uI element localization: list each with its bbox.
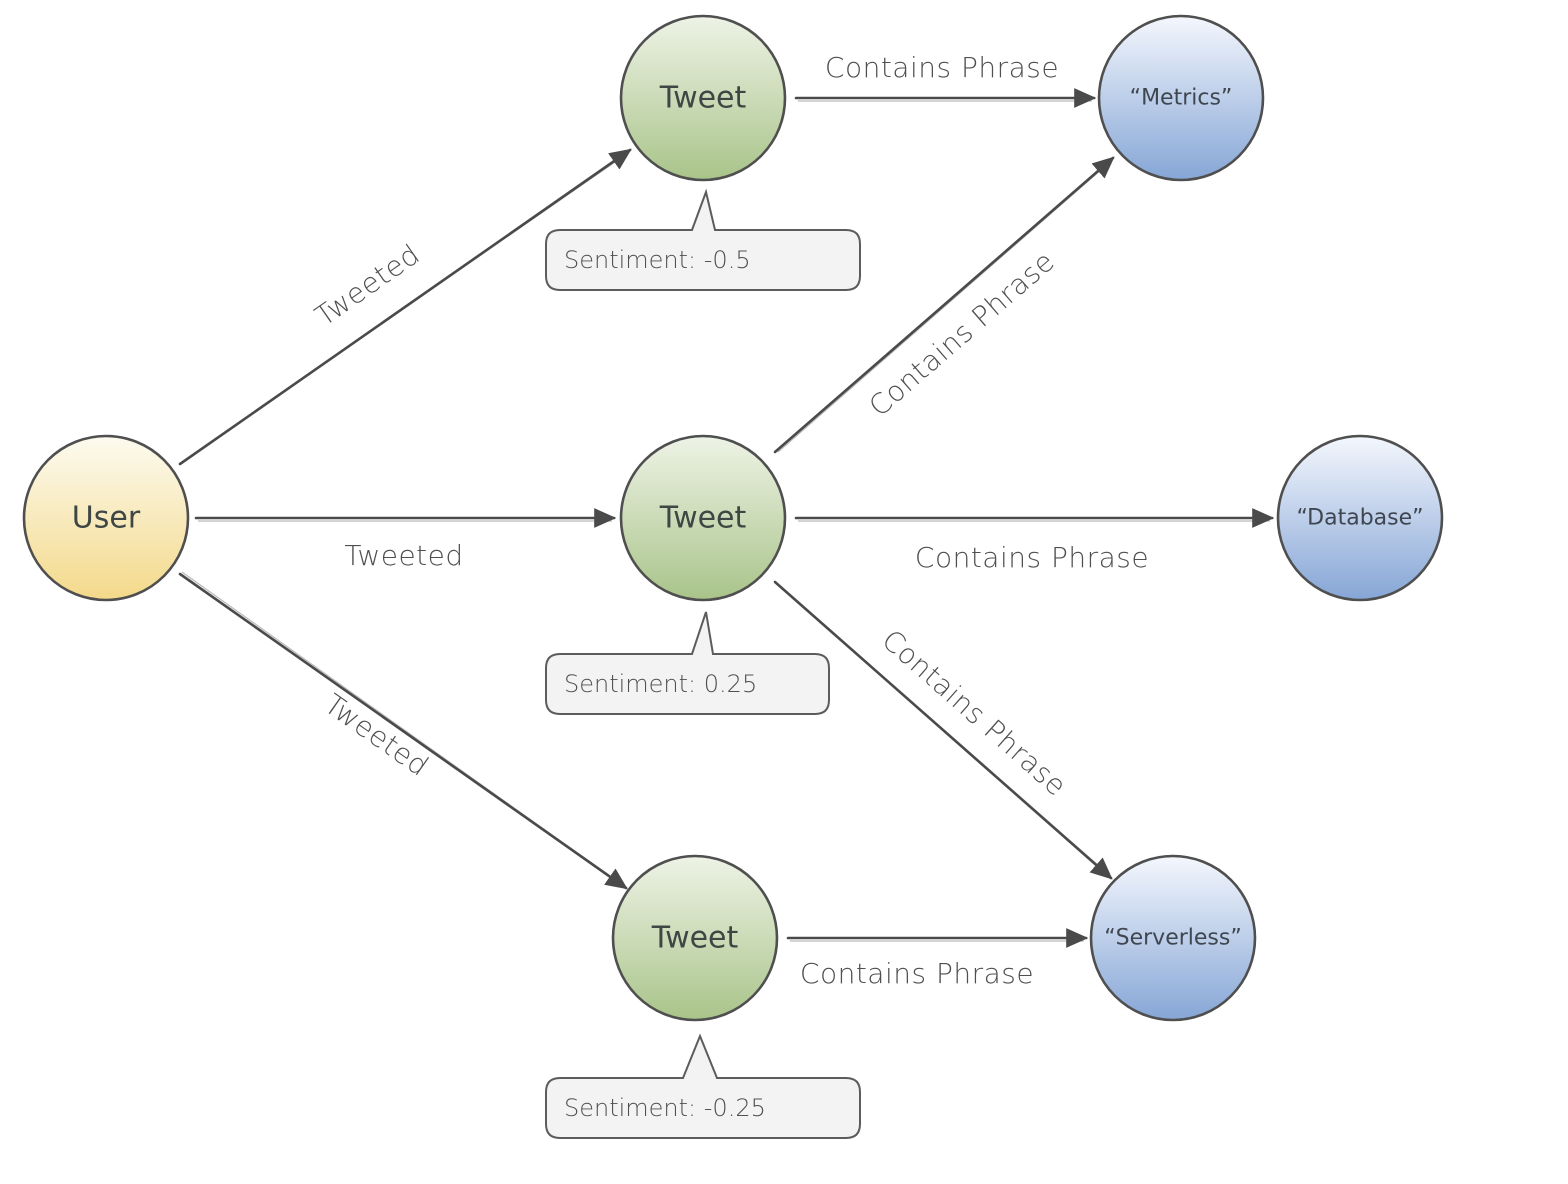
edge-label-tweet-middle-metrics: Contains Phrase [863,245,1061,424]
edge-tweet-top-to-metrics [794,88,1097,108]
node-tweet-middle-label: Tweet [659,501,747,536]
edge-label-tweet-bottom-serverless: Contains Phrase [800,957,1034,990]
edge-label-user-tweet-middle: Tweeted [344,539,463,572]
edge-tweet-middle-to-serverless [773,580,1113,880]
node-phrase-metrics: “Metrics” [1097,14,1265,182]
edge-user-to-tweet-bottom [178,571,628,890]
node-tweet-bottom: Tweet [611,854,779,1022]
node-tweet-top: Tweet [619,14,787,182]
node-phrase-serverless: “Serverless” [1089,854,1257,1022]
edge-label-tweet-top-metrics: Contains Phrase [825,51,1059,84]
node-phrase-database-label: “Database” [1296,506,1423,531]
edge-user-to-tweet-middle [194,508,617,528]
edge-label-user-tweet-top: Tweeted [309,238,426,333]
node-tweet-bottom-label: Tweet [651,921,739,956]
edge-label-user-tweet-bottom: Tweeted [318,687,435,783]
edge-tweet-middle-to-database [794,508,1275,528]
node-tweet-top-label: Tweet [659,81,747,116]
node-user-label: User [72,501,141,536]
sentiment-text-top: Sentiment: -0.5 [564,246,751,274]
edge-label-tweet-middle-serverless: Contains Phrase [876,623,1074,803]
node-phrase-metrics-label: “Metrics” [1130,86,1233,111]
edge-tweet-bottom-to-serverless [786,928,1089,948]
edge-label-tweet-middle-database: Contains Phrase [915,541,1149,574]
node-phrase-serverless-label: “Serverless” [1104,926,1242,951]
sentiment-text-middle: Sentiment: 0.25 [564,670,757,698]
sentiment-callout-middle: Sentiment: 0.25 [545,611,830,715]
node-phrase-database: “Database” [1276,434,1444,602]
edge-tweet-middle-to-metrics [773,156,1115,454]
callouts-layer: Sentiment: -0.5 Sentiment: 0.25 Sentimen… [545,188,861,1139]
node-user: User [22,434,190,602]
nodes-layer: User Tweet Tweet Tweet “Metrics” “Databa… [22,14,1444,1022]
edge-user-to-tweet-top [178,148,632,466]
sentiment-callout-top: Sentiment: -0.5 [545,188,861,291]
edges-layer [178,88,1275,948]
sentiment-text-bottom: Sentiment: -0.25 [564,1094,766,1122]
sentiment-callout-bottom: Sentiment: -0.25 [545,1033,861,1139]
node-tweet-middle: Tweet [619,434,787,602]
